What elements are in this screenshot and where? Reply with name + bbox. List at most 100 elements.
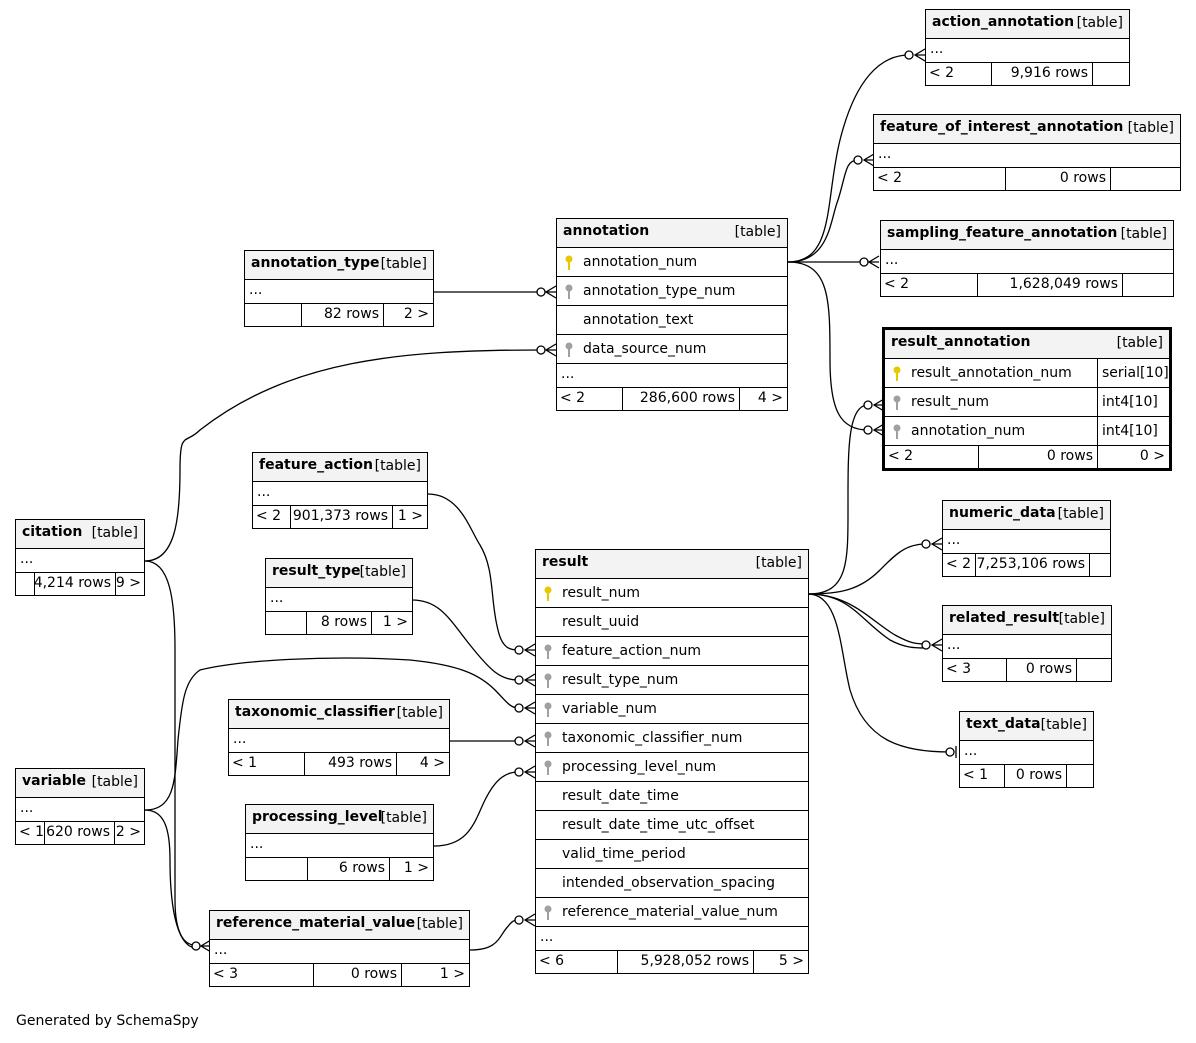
- parents-count: < 2: [943, 554, 976, 576]
- table-footer: < 1 493 rows 4 >: [229, 753, 449, 775]
- edge-marker-optional: [514, 736, 524, 746]
- column-type: int4[10]: [1102, 423, 1158, 439]
- table-taxonomic-classifier[interactable]: taxonomic_classifier [table] ... < 1 493…: [228, 699, 450, 776]
- crowfoot-marker: [523, 673, 536, 687]
- table-name: action_annotation: [932, 14, 1075, 30]
- table-annotation-type[interactable]: annotation_type [table] ... 82 rows 2 >: [244, 250, 434, 327]
- edge-feature-action-to-result: [427, 493, 519, 651]
- table-type: [table]: [396, 705, 443, 721]
- column-row[interactable]: result_date_time: [536, 782, 808, 811]
- edge-marker-optional: [921, 539, 931, 549]
- row-count: 0 rows: [979, 446, 1098, 468]
- edge-marker-optional: [514, 645, 524, 655]
- edge-marker-optional: [514, 915, 524, 925]
- table-processing-level[interactable]: processing_level [table] ... 6 rows 1 >: [245, 804, 434, 881]
- table-variable[interactable]: variable [table] ... < 1 620 rows 2 >: [15, 768, 145, 845]
- table-name: reference_material_value: [216, 915, 416, 931]
- table-header: action_annotation [table]: [926, 10, 1129, 39]
- table-footer: < 2 0 rows: [874, 168, 1180, 190]
- table-related-result[interactable]: related_result [table] ... < 3 0 rows: [942, 605, 1112, 682]
- columns-ellipsis: ...: [874, 144, 1180, 168]
- edge-marker-optional: [921, 640, 931, 650]
- crowfoot-marker: [544, 285, 557, 299]
- edge-reference-material-value-to-result: [469, 919, 519, 951]
- table-footer: 6 rows 1 >: [246, 858, 433, 880]
- row-count: 8 rows: [307, 612, 372, 634]
- table-result[interactable]: result [table] result_num result_uuid fe…: [535, 549, 809, 974]
- column-name: valid_time_period: [562, 846, 686, 862]
- column-row[interactable]: annotation_type_num: [557, 277, 787, 306]
- table-type: [table]: [1057, 506, 1104, 522]
- row-count: 4,214 rows: [34, 573, 116, 595]
- column-row[interactable]: processing_level_num: [536, 753, 808, 782]
- table-type: [table]: [380, 810, 427, 826]
- row-count: 493 rows: [305, 753, 397, 775]
- parents-count: < 1: [960, 765, 1005, 787]
- table-type: [table]: [374, 458, 421, 474]
- edge-citation-to-reference-material-value: [144, 560, 196, 946]
- table-annotation[interactable]: annotation [table] annotation_num annota…: [556, 218, 788, 411]
- columns-ellipsis: ...: [16, 549, 144, 573]
- table-footer: < 6 5,928,052 rows 5 >: [536, 951, 808, 973]
- column-row[interactable]: result_type_num: [536, 666, 808, 695]
- column-row[interactable]: annotation_num int4[10]: [885, 417, 1169, 446]
- primary-key-icon: [893, 366, 901, 381]
- columns-ellipsis: ...: [245, 280, 433, 304]
- column-name: data_source_num: [583, 341, 707, 357]
- column-row[interactable]: reference_material_value_num: [536, 898, 808, 927]
- table-action-annotation[interactable]: action_annotation [table] ... < 2 9,916 …: [925, 9, 1130, 86]
- column-row[interactable]: taxonomic_classifier_num: [536, 724, 808, 753]
- column-name: result_date_time_utc_offset: [562, 817, 755, 833]
- table-type: [table]: [91, 774, 138, 790]
- table-feature-action[interactable]: feature_action [table] ... < 2 901,373 r…: [252, 452, 428, 529]
- crowfoot-marker: [523, 734, 536, 748]
- table-footer: 82 rows 2 >: [245, 304, 433, 326]
- edge-annotation-to-feature-of-interest-annotation: [787, 159, 859, 263]
- children-count: 1 >: [439, 966, 465, 982]
- parents-count: [246, 858, 308, 880]
- column-row[interactable]: data_source_num: [557, 335, 787, 364]
- foreign-key-icon: [565, 342, 573, 357]
- column-row[interactable]: result_uuid: [536, 608, 808, 637]
- edge-marker-optional: [904, 50, 914, 60]
- column-row[interactable]: result_num: [536, 579, 808, 608]
- foreign-key-icon: [544, 673, 552, 688]
- column-row[interactable]: result_num int4[10]: [885, 388, 1169, 417]
- column-row[interactable]: result_date_time_utc_offset: [536, 811, 808, 840]
- table-result-type[interactable]: result_type [table] ... 8 rows 1 >: [265, 558, 413, 635]
- column-row[interactable]: result_annotation_num serial[10]: [885, 359, 1169, 388]
- table-reference-material-value[interactable]: reference_material_value [table] ... < 3…: [209, 910, 470, 987]
- children-count: 4 >: [757, 390, 783, 406]
- table-text-data[interactable]: text_data [table] ... < 1 0 rows: [959, 711, 1094, 788]
- table-header: related_result [table]: [943, 606, 1111, 635]
- table-numeric-data[interactable]: numeric_data [table] ... < 2 7,253,106 r…: [942, 500, 1111, 577]
- column-row[interactable]: variable_num: [536, 695, 808, 724]
- table-name: result_annotation: [891, 334, 1031, 350]
- table-result-annotation[interactable]: result_annotation [table] result_annotat…: [882, 327, 1172, 471]
- column-name: intended_observation_spacing: [562, 875, 776, 891]
- column-name: variable_num: [562, 701, 657, 717]
- crowfoot-marker: [523, 643, 536, 657]
- column-row[interactable]: annotation_text: [557, 306, 787, 335]
- edge-marker-optional: [859, 257, 869, 267]
- table-footer: < 2 9,916 rows: [926, 63, 1129, 85]
- table-citation[interactable]: citation [table] ... 4,214 rows 9 >: [15, 519, 145, 596]
- edge-variable-to-result: [144, 657, 519, 811]
- edge-result-to-numeric-data: [807, 543, 927, 595]
- edge-result-to-text-data: [807, 593, 951, 753]
- column-row[interactable]: annotation_num: [557, 248, 787, 277]
- table-header: citation [table]: [16, 520, 144, 549]
- table-type: [table]: [734, 224, 781, 240]
- table-feature-of-interest-annotation[interactable]: feature_of_interest_annotation [table] .…: [873, 114, 1181, 191]
- edge-marker-optional: [514, 675, 524, 685]
- column-row[interactable]: intended_observation_spacing: [536, 869, 808, 898]
- children-count: [1111, 168, 1180, 190]
- column-name: annotation_text: [583, 312, 694, 328]
- table-sampling-feature-annotation[interactable]: sampling_feature_annotation [table] ... …: [880, 220, 1174, 297]
- row-count: 0 rows: [1005, 765, 1067, 787]
- column-row[interactable]: valid_time_period: [536, 840, 808, 869]
- edge-marker-optional: [536, 287, 546, 297]
- column-row[interactable]: feature_action_num: [536, 637, 808, 666]
- parents-count: < 2: [874, 168, 1006, 190]
